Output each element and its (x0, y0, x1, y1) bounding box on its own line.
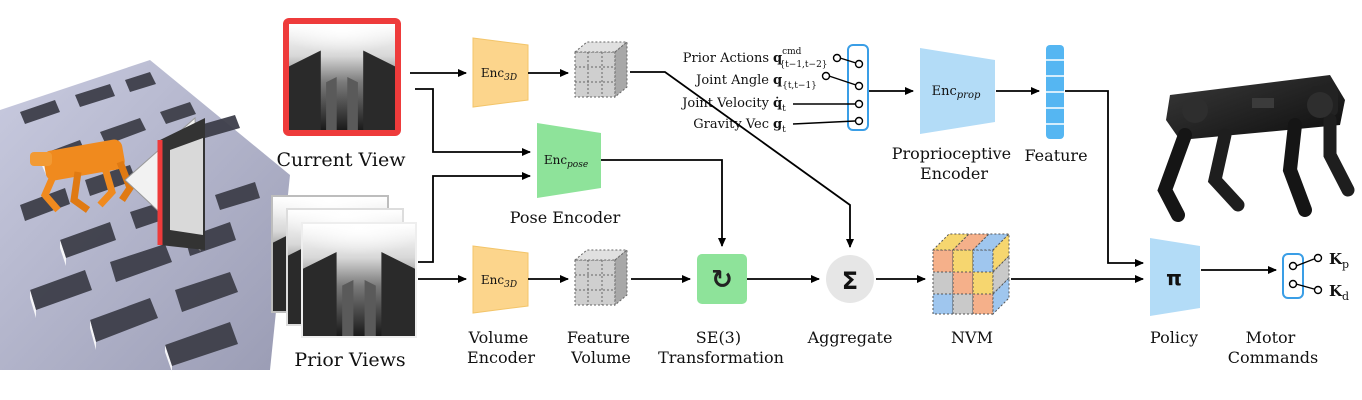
input-name-0: Prior Actions (683, 51, 769, 66)
volume-encoder-label: Volume Encoder (467, 328, 535, 367)
prior-views-label: Prior Views (294, 349, 405, 371)
proprio-encoder-label: Proprioceptive Encoder (892, 144, 1017, 183)
feature-volume-top-icon (573, 40, 629, 99)
input-name-3: Gravity Vec (693, 117, 769, 132)
motor-commands-label: Motor Commands (1228, 328, 1319, 367)
svg-text:Enc3D: Enc3D (481, 273, 517, 290)
feature-vector-icon (1046, 45, 1064, 139)
input-symbol-2: q̇t (773, 96, 786, 114)
pose-encoder-block: Encpose (537, 123, 601, 198)
input-symbol-1: q{t,t−1} (773, 73, 817, 91)
input-symbol-3: gt (773, 117, 786, 135)
current-view-image (283, 18, 401, 136)
feature-label: Feature (1024, 146, 1087, 165)
kd-output: Kd (1329, 282, 1349, 303)
feature-volume-bottom-icon (573, 248, 629, 307)
arrow-feature-to-policy (1065, 90, 1144, 267)
se3-label: SE(3) Transformation (658, 328, 784, 367)
prior-views-stack (271, 195, 417, 338)
proprio-inputs: Prior Actions qcmd{t−1,t−2} Joint Angle … (680, 47, 827, 135)
se3-transform-block: ↻ (697, 254, 747, 304)
nvm-label: NVM (951, 328, 993, 347)
flow-arrows (410, 69, 1277, 283)
current-view-label: Current View (276, 149, 406, 171)
enc3d-bottom-block: Enc3D (472, 245, 529, 314)
pi-icon: π (1166, 266, 1182, 290)
simulation-scene (0, 60, 290, 372)
svg-text:Encpose: Encpose (544, 153, 588, 170)
input-name-2: Joint Velocity (680, 96, 769, 111)
sigma-icon: Σ (842, 267, 858, 295)
sim-robot-icon (30, 139, 134, 213)
real-robot-image (1157, 75, 1355, 222)
proprio-encoder-block: Encprop (920, 48, 995, 134)
pose-encoder-label: Pose Encoder (510, 208, 621, 227)
input-symbol-0: qcmd{t−1,t−2} (773, 47, 828, 70)
camera-frustum (124, 116, 205, 252)
proprio-concat-bracket (792, 44, 869, 131)
feature-volume-label: Feature Volume (567, 328, 635, 367)
arrow-volume-to-aggregate (630, 71, 854, 248)
kp-output: Kp (1329, 250, 1349, 271)
policy-block: π (1150, 238, 1200, 316)
nvm-cube-icon (931, 232, 1011, 316)
motor-command-switch (1282, 253, 1323, 299)
aggregate-node: Σ (826, 255, 874, 303)
svg-text:Encprop: Encprop (932, 84, 981, 101)
enc3d-top-block: Enc3D (472, 37, 529, 108)
aggregate-label: Aggregate (807, 328, 893, 347)
arrow-prior-to-pose (418, 172, 531, 263)
arrow-pose-to-se3 (601, 159, 726, 247)
arrow-current-to-pose (415, 88, 531, 156)
input-name-1: Joint Angle (694, 73, 769, 88)
policy-label: Policy (1150, 328, 1198, 347)
rotate-icon: ↻ (711, 265, 733, 295)
svg-text:Enc3D: Enc3D (481, 66, 517, 83)
